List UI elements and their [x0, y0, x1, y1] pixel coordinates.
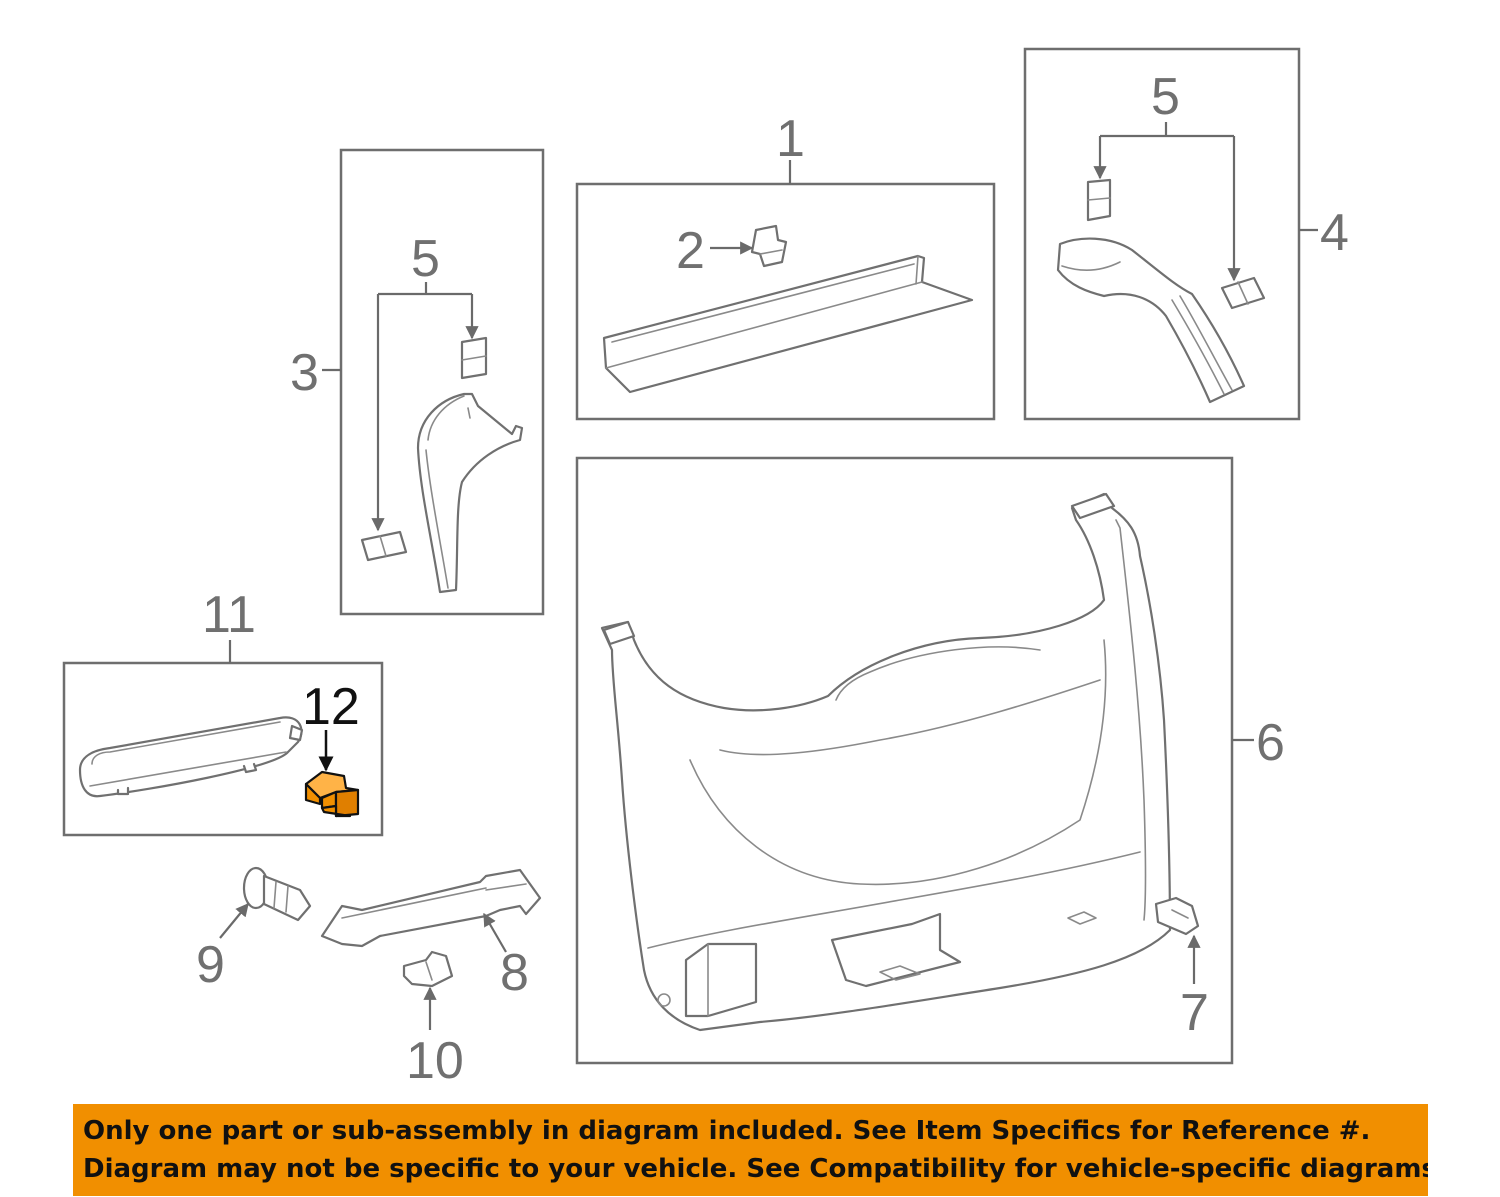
disclaimer-line-1: Only one part or sub-assembly in diagram…	[83, 1116, 1371, 1146]
callout-7: 7	[1180, 984, 1209, 1042]
callout-1: 1	[776, 110, 805, 168]
callout-9: 9	[196, 936, 225, 994]
part-10-clip	[402, 950, 454, 988]
callout-12: 12	[302, 678, 360, 736]
part-4-pillar-trim	[1056, 237, 1246, 404]
part-5-clip-lower-left	[360, 530, 408, 562]
part-1-sill-trim	[602, 254, 974, 394]
callout-5-right: 5	[1151, 68, 1180, 126]
part-8-bracket	[320, 868, 542, 948]
part-5-clip-lower-right	[1220, 276, 1266, 310]
part-9-push-pin	[242, 866, 312, 922]
callout-6: 6	[1256, 714, 1285, 772]
part-2-clip	[750, 224, 788, 268]
callout-10: 10	[406, 1032, 464, 1090]
callout-8: 8	[500, 944, 529, 1002]
part-11-handle	[78, 716, 304, 798]
part-5-clip-upper-left	[460, 336, 488, 380]
part-3-pillar-trim	[416, 392, 524, 594]
disclaimer-banner: Only one part or sub-assembly in diagram…	[73, 1104, 1428, 1196]
part-7-clip	[1154, 896, 1200, 936]
frame-part-4	[1023, 47, 1301, 421]
part-5-clip-upper-right	[1086, 178, 1112, 222]
callout-11: 11	[202, 586, 256, 644]
disclaimer-line-2: Diagram may not be specific to your vehi…	[83, 1154, 1428, 1184]
leaders	[219, 122, 1318, 1030]
callout-3: 3	[290, 344, 319, 402]
callout-2: 2	[676, 222, 705, 280]
callout-4: 4	[1320, 204, 1349, 262]
part-6-liftgate-panel	[600, 492, 1172, 1032]
part-12-clip-highlighted	[304, 770, 360, 818]
callout-5-left: 5	[411, 230, 440, 288]
